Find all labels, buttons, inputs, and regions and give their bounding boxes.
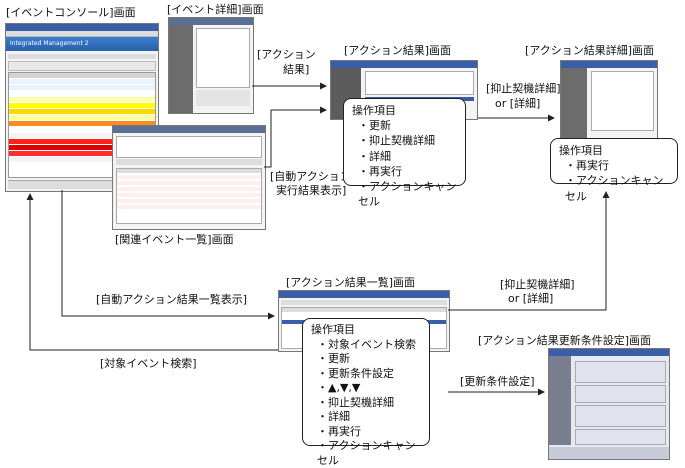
callout-item: ・再実行 [565,159,609,173]
arrow-list-to-detail [448,191,610,311]
callout-item: ・アクションキャンセル [317,439,416,467]
arrow-related-to-action-result [264,106,327,168]
callout-item: ・抑止契機詳細 [358,134,435,148]
action-result-detail-label: [アクション結果詳細]画面 [525,44,655,57]
arrow-label-suppress-b1: [抑止契機詳細] [500,278,575,291]
event-console-label: [イベントコンソール]画面 [6,6,136,19]
action-result-update-thumbnail [548,348,670,460]
callout-item: ・アクションキャンセル [565,174,664,203]
arrow-label-auto-action-1: [自動アクション [270,170,351,183]
action-result-update-label: [アクション結果更新条件設定]画面 [478,334,652,347]
event-detail-label: [イベント詳細]画面 [167,3,264,16]
callout-item: ・詳細 [317,410,350,424]
action-result-callout: 操作項目 ・更新 ・抑止契機詳細 ・詳細 ・再実行 ・アクションキャンセル [343,98,466,208]
arrow-label-action-result-2: 結果] [283,63,310,76]
callout-item: ・更新 [317,352,350,366]
event-console-thumbnail: Integrated Management 2 [5,23,159,192]
callout-item: ・抑止契機詳細 [317,395,394,409]
action-result-detail-callout: 操作項目 ・再実行 ・アクションキャンセル [550,138,678,203]
console-banner: Integrated Management 2 [6,37,158,51]
related-events-label: [関連イベント一覧]画面 [115,233,234,246]
arrow-label-action-result-1: [アクション [257,48,316,61]
arrow-label-suppress-b2: or [詳細] [508,292,554,305]
arrow-label-update-cond: [更新条件設定] [460,375,535,388]
callout-item: ・▲,▼,▼ [317,381,361,395]
callout-item: ・更新条件設定 [317,366,394,380]
arrow-label-suppress-1: [抑止契機詳細] [486,82,561,95]
event-detail-thumbnail [168,17,254,114]
action-result-label: [アクション結果]画面 [344,44,452,57]
callout-item: ・アクションキャンセル [358,179,457,209]
related-events-thumbnail [112,125,266,230]
action-result-list-label: [アクション結果一覧]画面 [286,276,416,289]
callout-header: 操作項目 [559,144,603,157]
arrow-console-to-list [61,190,275,320]
arrow-label-auto-list: [自動アクション結果一覧表示] [96,293,248,306]
callout-header: 操作項目 [311,323,355,336]
callout-item: ・再実行 [358,164,402,178]
arrow-label-suppress-2: or [詳細] [495,97,541,110]
callout-item: ・更新 [358,119,391,133]
callout-item: ・再実行 [317,424,361,438]
callout-item: ・詳細 [358,149,391,163]
callout-header: 操作項目 [352,104,396,117]
arrow-label-target-search: [対象イベント検索] [100,357,197,370]
arrow-list-to-console [26,193,278,351]
arrow-label-auto-action-2: 実行結果表示] [276,184,347,197]
action-result-detail-thumbnail [560,60,658,140]
callout-item: ・対象イベント検索 [317,337,416,351]
action-result-list-callout: 操作項目 ・対象イベント検索 ・更新 ・更新条件設定 ・▲,▼,▼ ・抑止契機詳… [302,318,430,467]
